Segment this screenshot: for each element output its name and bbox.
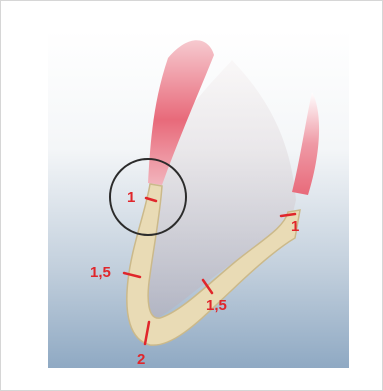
label-right-wall: 1,5 (206, 297, 227, 314)
label-bottom: 2 (137, 351, 145, 368)
label-right-apex: 1 (291, 218, 299, 235)
label-left-wall: 1,5 (90, 264, 111, 281)
label-circled: 1 (127, 189, 135, 206)
